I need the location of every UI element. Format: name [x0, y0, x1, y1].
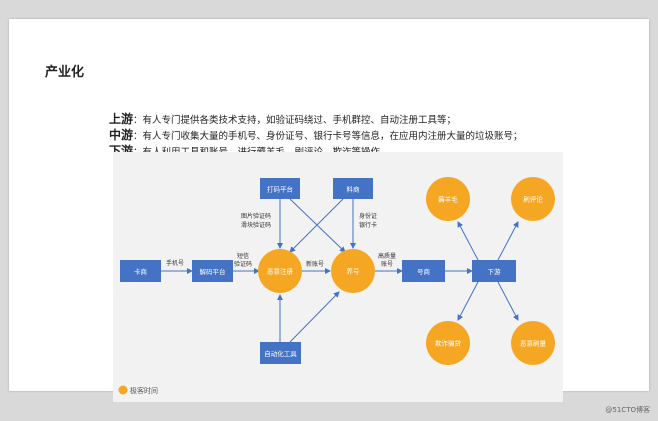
label-sms1: 短信	[237, 252, 249, 260]
edge-xiayou-tuiguang	[497, 281, 519, 321]
node-zidonghua-label: 自动化工具	[264, 349, 297, 358]
edge-dama-yanghao	[289, 198, 346, 253]
diagram-panel: 手机号 短信 验证码 图片验证码 滑块验证码 身份证 银行卡 新账号 高质量 账…	[113, 152, 563, 402]
node-xiayou-label: 下游	[488, 267, 502, 276]
node-shuapinglun-label: 刷评论	[523, 195, 543, 204]
node-wohao-label: 养号	[347, 267, 361, 276]
label-img1: 图片验证码	[241, 212, 271, 220]
edge-labels: 手机号 短信 验证码 图片验证码 滑块验证码 身份证 银行卡 新账号 高质量 账…	[166, 212, 396, 268]
edge-xiayou-shuapinglun	[497, 221, 519, 261]
edges	[161, 198, 519, 343]
label-newacc: 新账号	[306, 260, 324, 268]
label-phone: 手机号	[166, 259, 184, 267]
slide: 产业化 上游：有人专门提供各类技术支持，如验证码绕过、手机群控、自动注册工具等；…	[9, 19, 649, 402]
node-qizha-label: 欺诈骗贷	[435, 339, 462, 348]
watermark: @51CTO博客	[605, 406, 650, 414]
node-haoshang	[402, 260, 445, 282]
node-liaoshang	[333, 178, 373, 199]
node-tuiguang	[511, 321, 555, 365]
edge-xiayou-qizha	[457, 281, 479, 321]
node-jiemapingtai-label: 解码平台	[200, 267, 226, 276]
flow-diagram: 手机号 短信 验证码 图片验证码 滑块验证码 身份证 银行卡 新账号 高质量 账…	[118, 177, 555, 395]
node-pilianzhuce	[258, 249, 302, 293]
node-haoyangmao-label: 薅羊毛	[438, 195, 458, 204]
line-midstream-text: ：有人专门收集大量的手机号、身份证号、银行卡号等信息，在应用内注册大量的垃圾账号…	[133, 131, 523, 142]
edge-xiayou-haoyangmao	[457, 221, 479, 261]
geektime-logo-text: 极客时间	[130, 386, 158, 395]
node-zidonghua	[260, 342, 301, 364]
line-upstream-text: ：有人专门提供各类技术支持，如验证码绕过、手机群控、自动注册工具等；	[133, 115, 457, 126]
node-shuapinglun	[511, 177, 555, 221]
node-kashang-label: 卡商	[134, 267, 148, 276]
node-tuiguang-label: 恶意刷量	[520, 339, 547, 348]
node-qizha	[426, 321, 470, 365]
label-hq1: 高质量	[378, 252, 396, 260]
geektime-logo-icon	[118, 385, 128, 395]
edge-zidong-yanghao	[289, 291, 340, 343]
node-pilianzhuce-label: 恶意注册	[267, 267, 294, 276]
node-haoyangmao	[426, 177, 470, 221]
label-id1: 身份证	[359, 212, 377, 220]
node-kashang	[120, 260, 161, 282]
node-jiemapingtai	[192, 260, 233, 282]
label-hq2: 账号	[381, 260, 393, 268]
geektime-logo: 极客时间	[118, 385, 158, 395]
slide-title: 产业化	[45, 65, 85, 80]
node-damapingtai-label: 打码平台	[267, 185, 293, 194]
node-haoshang-label: 号商	[417, 267, 431, 276]
line-upstream: 上游：有人专门提供各类技术支持，如验证码绕过、手机群控、自动注册工具等；	[109, 111, 523, 127]
label-sms2: 验证码	[234, 260, 252, 268]
node-liaoshang-label: 料商	[347, 185, 361, 194]
node-damapingtai	[260, 178, 300, 199]
line-midstream-key: 中游	[109, 128, 134, 142]
node-wohao	[331, 249, 375, 293]
node-xiayou	[472, 260, 516, 282]
line-upstream-key: 上游	[109, 112, 134, 126]
label-img2: 滑块验证码	[241, 221, 271, 229]
label-id2: 银行卡	[359, 221, 377, 229]
circle-nodes: 恶意注册 养号 薅羊毛 刷评论 欺诈骗贷 恶意刷量	[258, 177, 555, 365]
edge-liao-zhuce	[289, 198, 344, 253]
box-nodes: 卡商 解码平台 打码平台 料商 号商 下游 自动化工具	[120, 178, 516, 364]
line-midstream: 中游：有人专门收集大量的手机号、身份证号、银行卡号等信息，在应用内注册大量的垃圾…	[109, 127, 523, 143]
